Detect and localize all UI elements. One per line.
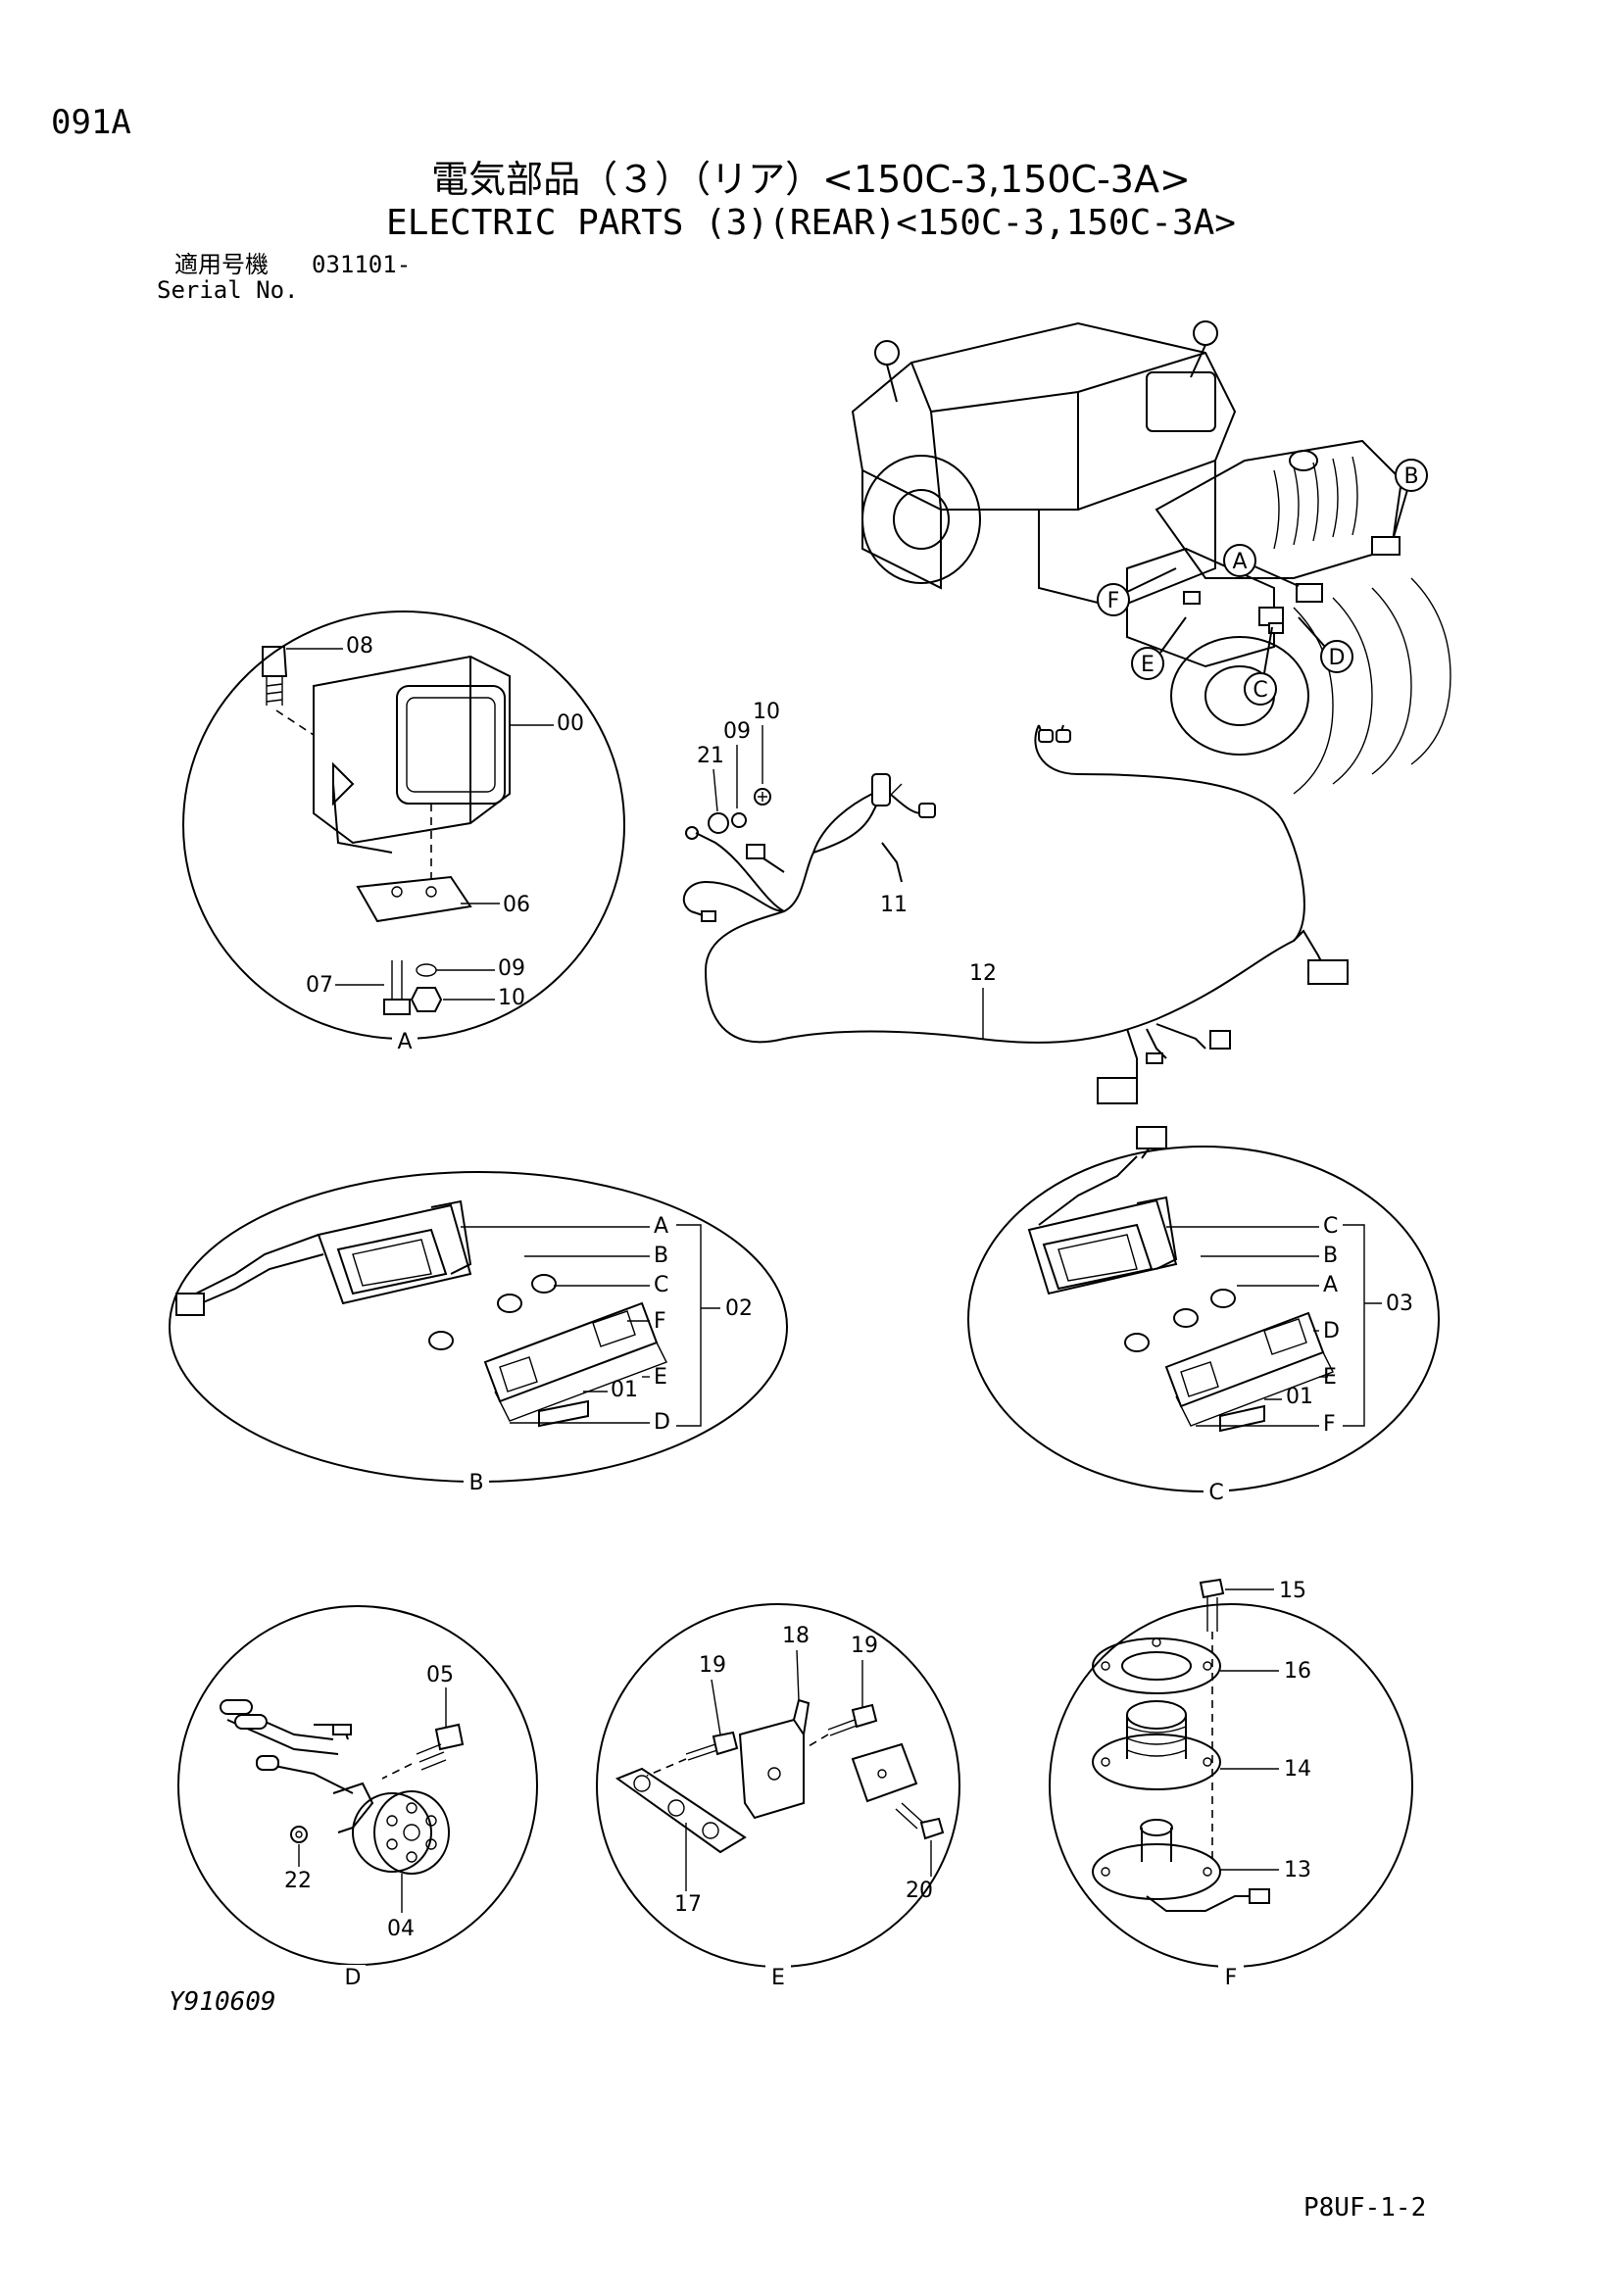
harness-label-21: 21 — [697, 744, 724, 768]
wire-harness-illustration — [682, 724, 1349, 1104]
detail-d-label-22: 22 — [284, 1869, 312, 1893]
overview-callout-e-label: E — [1141, 653, 1155, 677]
harness-label-10: 10 — [753, 700, 780, 724]
harness-label-09: 09 — [723, 719, 751, 744]
detail-c-part-01: 01 — [1286, 1385, 1313, 1409]
detail-e-leader-19a — [711, 1679, 721, 1735]
overview-callout-a: A — [1223, 544, 1300, 587]
harness-callout-21: 21 — [697, 744, 724, 812]
detail-e-label-20: 20 — [906, 1879, 933, 1903]
harness-callout-12: 12 — [969, 961, 997, 1039]
detail-b-letter-d: D — [654, 1410, 670, 1435]
detail-f-socket — [1049, 1578, 1413, 1968]
detail-e-id-backdrop — [765, 1965, 791, 1988]
detail-c-letter-a: A — [1323, 1273, 1338, 1297]
detail-e-id: E — [771, 1966, 785, 1990]
detail-d-label-05: 05 — [426, 1663, 454, 1687]
serial-label-japanese: 適用号機 — [174, 251, 269, 278]
detail-e-label-17: 17 — [674, 1892, 702, 1917]
overview-callout-c-label: C — [1253, 678, 1267, 703]
detail-b-letter-f: F — [654, 1309, 666, 1334]
detail-a-label-06: 06 — [503, 893, 530, 917]
detail-b-bracket — [676, 1224, 720, 1427]
overview-callout-a-label: A — [1232, 550, 1247, 574]
detail-f-id: F — [1225, 1966, 1238, 1990]
overview-callout-d-label: D — [1329, 646, 1346, 670]
detail-c-letter-c: C — [1323, 1214, 1338, 1239]
detail-b-tail-light — [169, 1171, 788, 1483]
detail-d-id: D — [345, 1966, 362, 1990]
overview-callout-f-label: F — [1107, 589, 1120, 613]
detail-c-letter-e: E — [1323, 1365, 1337, 1390]
serial-number-value: 031101- — [312, 251, 412, 278]
serial-label-english: Serial No. — [157, 276, 299, 304]
detail-e-label-18: 18 — [782, 1624, 810, 1648]
detail-d-connector — [177, 1605, 538, 1966]
page-code: 091A — [51, 103, 131, 142]
detail-c-id-backdrop — [1204, 1480, 1229, 1503]
detail-a-work-light — [182, 611, 625, 1040]
detail-b-part-01: 01 — [611, 1378, 638, 1402]
detail-e-label-19b: 19 — [851, 1634, 878, 1658]
harness-callout-10: 10 — [753, 700, 780, 784]
harness-callout-09: 09 — [723, 719, 751, 808]
detail-a-label-10: 10 — [498, 986, 525, 1010]
detail-c-id: C — [1208, 1481, 1223, 1505]
figure-id: Y910609 — [169, 1987, 276, 2017]
detail-a-label-09: 09 — [498, 956, 525, 981]
detail-a-id-backdrop — [392, 1027, 418, 1052]
overview-callout-e: E — [1131, 616, 1187, 680]
detail-b-letter-a: A — [654, 1214, 668, 1239]
detail-f-label-16: 16 — [1284, 1659, 1311, 1684]
detail-f-label-13: 13 — [1284, 1858, 1311, 1882]
detail-b-letter-c: C — [654, 1273, 668, 1297]
overview-callout-b: B — [1393, 459, 1428, 538]
harness-label-12: 12 — [969, 961, 997, 986]
machine-overview-illustration — [851, 320, 1451, 795]
detail-a-id: A — [397, 1030, 412, 1054]
harness-callout-11: 11 — [880, 893, 908, 917]
harness-label-11: 11 — [880, 893, 908, 917]
overview-callout-b-label: B — [1403, 464, 1418, 489]
detail-d-label-04: 04 — [387, 1917, 415, 1941]
overview-callout-d: D — [1298, 616, 1353, 673]
detail-b-id-backdrop — [464, 1470, 489, 1493]
detail-a-label-08: 08 — [346, 634, 373, 659]
detail-f-id-backdrop — [1218, 1965, 1244, 1988]
detail-c-bracket — [1343, 1224, 1382, 1427]
detail-a-label-07: 07 — [306, 973, 333, 998]
overview-callout-f: F — [1097, 567, 1177, 616]
detail-c-letter-b: B — [1323, 1244, 1338, 1268]
detail-e-leader-18 — [796, 1649, 800, 1701]
detail-f-label-15: 15 — [1279, 1579, 1306, 1603]
sheet-code: P8UF-1-2 — [1303, 2193, 1427, 2223]
title-japanese: 電気部品（３）（リア）<150C-3,150C-3A> — [431, 158, 1191, 201]
detail-d-id-backdrop — [340, 1965, 366, 1988]
detail-c-letter-f: F — [1323, 1412, 1336, 1437]
detail-c-letter-d: D — [1323, 1319, 1340, 1343]
detail-a-label-00: 00 — [557, 711, 584, 736]
detail-b-letter-e: E — [654, 1365, 667, 1390]
overview-callout-c: C — [1244, 626, 1277, 706]
detail-e-label-19a: 19 — [699, 1653, 726, 1678]
title-english: ELECTRIC PARTS (3)(REAR)<150C-3,150C-3A> — [386, 203, 1236, 243]
detail-e-bracket — [596, 1603, 960, 1968]
detail-b-assembly-02: 02 — [725, 1296, 753, 1321]
detail-f-label-14: 14 — [1284, 1757, 1311, 1782]
detail-c-tail-light — [967, 1126, 1440, 1492]
detail-b-id: B — [468, 1471, 483, 1495]
detail-b-letter-b: B — [654, 1244, 668, 1268]
detail-c-assembly-03: 03 — [1386, 1292, 1413, 1316]
